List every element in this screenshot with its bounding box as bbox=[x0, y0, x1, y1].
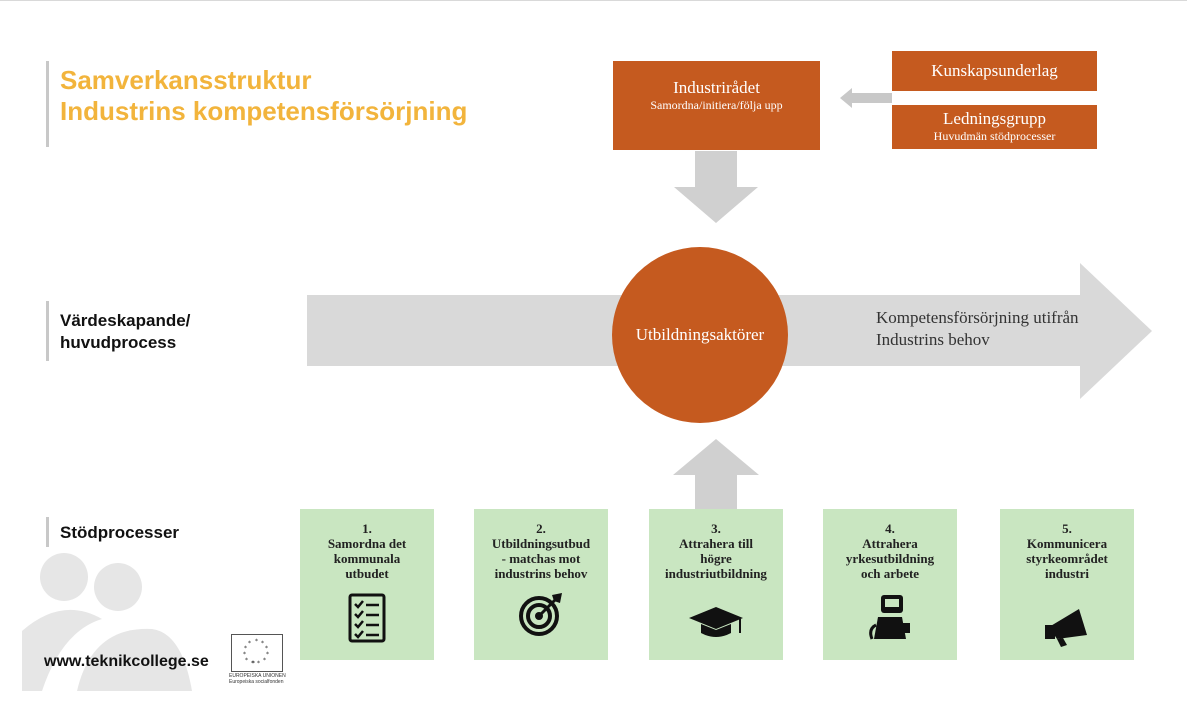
ledningsgrupp-box: Ledningsgrupp Huvudmän stödprocesser bbox=[892, 105, 1097, 149]
utbildningsaktorer-circle: Utbildningsaktörer bbox=[612, 247, 788, 423]
svg-text:*: * bbox=[244, 645, 247, 652]
industriradet-box: Industrirådet Samordna/initiera/följa up… bbox=[613, 61, 820, 150]
main-process-accent-bar bbox=[46, 301, 49, 361]
target-icon bbox=[519, 593, 562, 636]
slide-title: Samverkansstruktur Industrins kompetensf… bbox=[60, 65, 467, 127]
main-arrow-text-line2: Industrins behov bbox=[876, 330, 990, 349]
title-line-1: Samverkansstruktur bbox=[60, 65, 312, 95]
support-process-text-line: - matchas mot bbox=[501, 551, 581, 566]
main-process-label-line1: Värdeskapande/ bbox=[60, 311, 191, 330]
title-line-2: Industrins kompetensförsörjning bbox=[60, 96, 468, 126]
kunskapsunderlag-title: Kunskapsunderlag bbox=[931, 61, 1058, 80]
svg-text:*: * bbox=[263, 657, 266, 664]
support-process-text-line: utbudet bbox=[345, 566, 389, 581]
main-arrow-text: Kompetensförsörjning utifrån Industrins … bbox=[876, 307, 1079, 351]
svg-text:*: * bbox=[252, 660, 255, 667]
eu-stars-icon: *** *** *** *** bbox=[243, 638, 269, 667]
svg-text:*: * bbox=[261, 640, 264, 647]
support-process-1: 1. Samordna det kommunala utbudet bbox=[300, 509, 434, 660]
svg-text:*: * bbox=[255, 638, 258, 645]
support-process-number: 4. bbox=[885, 521, 895, 536]
up-arrow bbox=[673, 439, 759, 509]
website-url[interactable]: www.teknikcollege.se bbox=[44, 653, 209, 670]
svg-text:*: * bbox=[245, 657, 248, 664]
support-process-text-line: industrins behov bbox=[494, 566, 588, 581]
support-process-number: 5. bbox=[1062, 521, 1072, 536]
svg-text:*: * bbox=[265, 645, 268, 652]
left-arrow bbox=[840, 88, 892, 108]
support-process-number: 3. bbox=[711, 521, 721, 536]
support-process-text-line: kommunala bbox=[333, 551, 401, 566]
svg-text:*: * bbox=[251, 660, 254, 667]
teknikcollege-logo-watermark bbox=[22, 553, 192, 691]
support-processes-label: Stödprocesser bbox=[60, 523, 180, 542]
support-process-4: 4. Attrahera yrkesutbildning och arbete bbox=[823, 509, 957, 660]
support-accent-bar bbox=[46, 517, 49, 547]
svg-text:*: * bbox=[243, 651, 246, 658]
main-arrow-text-line1: Kompetensförsörjning utifrån bbox=[876, 308, 1079, 327]
support-process-5: 5. Kommunicera styrkeområdet industri bbox=[1000, 509, 1134, 660]
eu-flag-logo: *** *** *** *** bbox=[231, 634, 283, 672]
graduation-cap-icon bbox=[689, 607, 743, 637]
title-accent-bar bbox=[46, 61, 49, 147]
support-process-text-line: yrkesutbildning bbox=[845, 551, 935, 566]
industriradet-subtitle: Samordna/initiera/följa upp bbox=[650, 98, 783, 112]
worker-icon bbox=[869, 595, 910, 640]
main-process-label: Värdeskapande/ huvudprocess bbox=[60, 310, 190, 354]
support-process-2: 2. Utbildningsutbud - matchas mot indust… bbox=[474, 509, 608, 660]
support-process-text-line: och arbete bbox=[860, 566, 920, 581]
support-process-text-line: Samordna det bbox=[327, 536, 407, 551]
utbildningsaktorer-label: Utbildningsaktörer bbox=[635, 325, 765, 344]
support-process-text-line: industriutbildning bbox=[665, 566, 767, 581]
ledningsgrupp-subtitle: Huvudmän stödprocesser bbox=[933, 129, 1056, 143]
support-process-number: 2. bbox=[536, 521, 546, 536]
support-process-text-line: Attrahera bbox=[862, 536, 918, 551]
svg-text:*: * bbox=[266, 651, 269, 658]
svg-text:*: * bbox=[257, 660, 260, 667]
support-process-text-line: Kommunicera bbox=[1026, 536, 1108, 551]
eu-caption-line2: Europeiska socialfonden bbox=[229, 679, 284, 685]
support-process-text-line: styrkeområdet bbox=[1026, 551, 1108, 566]
support-process-text-line: Utbildningsutbud bbox=[491, 536, 591, 551]
kunskapsunderlag-box: Kunskapsunderlag bbox=[892, 51, 1097, 91]
support-process-text-line: högre bbox=[700, 551, 732, 566]
eu-caption-line1: EUROPEISKA UNIONEN bbox=[229, 673, 286, 679]
eu-caption: EUROPEISKA UNIONEN Europeiska socialfond… bbox=[229, 673, 286, 685]
svg-text:*: * bbox=[248, 640, 251, 647]
support-process-number: 1. bbox=[362, 521, 372, 536]
industriradet-title: Industrirådet bbox=[673, 78, 760, 97]
support-process-text-line: industri bbox=[1044, 566, 1090, 581]
ledningsgrupp-title: Ledningsgrupp bbox=[943, 109, 1046, 128]
down-arrow bbox=[674, 151, 758, 223]
support-process-3: 3. Attrahera till högre industriutbildni… bbox=[649, 509, 783, 660]
support-process-text-line: Attrahera till bbox=[678, 536, 753, 551]
main-process-label-line2: huvudprocess bbox=[60, 333, 177, 352]
checklist-icon bbox=[348, 593, 386, 643]
megaphone-icon bbox=[1045, 609, 1087, 647]
